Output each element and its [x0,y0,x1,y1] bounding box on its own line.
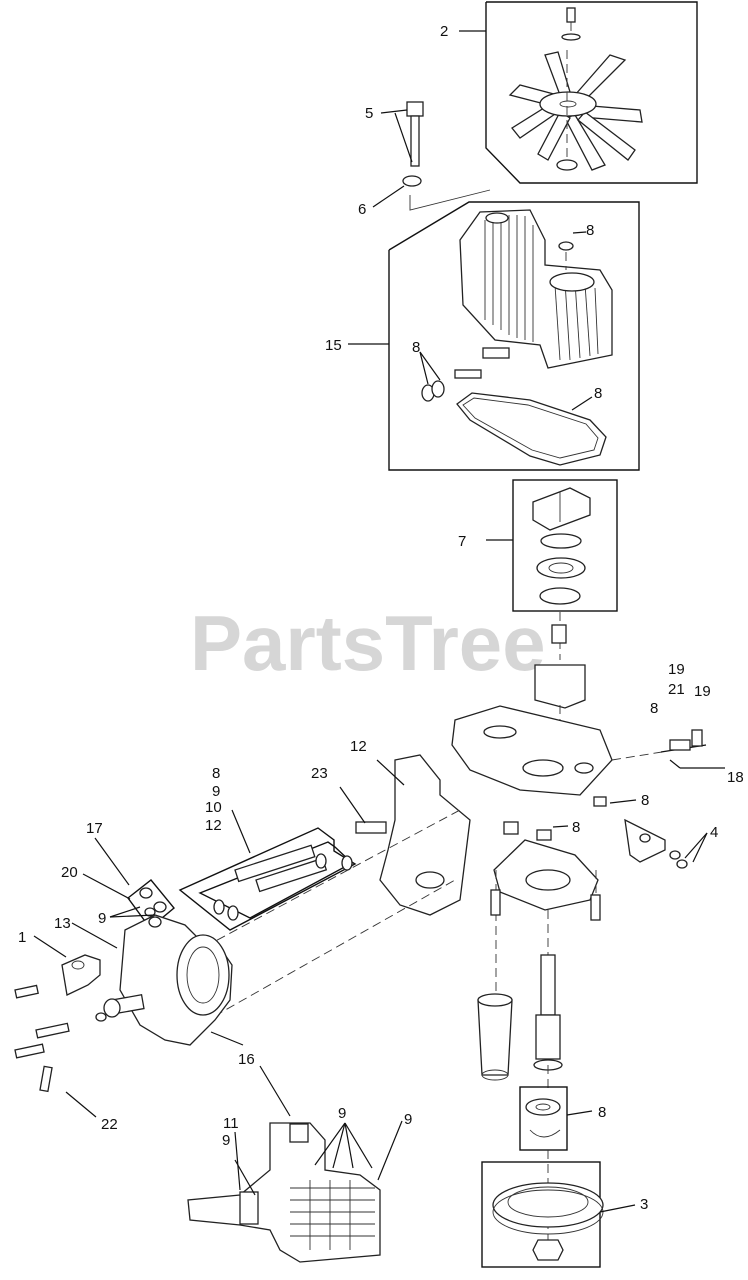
callout-12-trunnion: 12 [350,738,367,755]
callout-23: 23 [311,765,328,782]
callout-7: 7 [458,533,466,550]
pulley-group: 3 [481,1150,648,1268]
callout-10: 10 [205,799,222,816]
watermark-text: PartsTree [190,599,546,687]
fan-assembly-box [485,1,698,184]
callout-20: 20 [61,864,78,881]
callout-3: 3 [640,1196,648,1213]
callout-19-a: 19 [668,661,685,678]
callout-8-upper: 8 [586,222,594,239]
callout-11: 11 [223,1115,239,1132]
check-valve-group: 8 9 10 12 [178,765,357,931]
callout-18: 18 [727,769,744,786]
cross-section-group: 11 9 9 9 [187,1105,412,1263]
breather-group: 5 6 [358,101,491,218]
callout-19-b: 19 [694,683,711,700]
relief-valve-group: 17 20 9 [61,820,175,930]
lower-bearing-group: 8 [519,1086,606,1151]
callout-8-lower: 8 [598,1104,606,1121]
housing-box [388,201,640,471]
bearing-kit-group: 7 [458,479,618,612]
callout-13: 13 [54,915,71,932]
bearing-kit-box [512,479,618,612]
callout-4: 4 [710,824,718,841]
callout-9-relief: 9 [98,910,106,927]
callout-6: 6 [358,201,366,218]
fan-assembly-group: 2 [440,1,698,184]
callout-2: 2 [440,23,448,40]
callout-8-fitting: 8 [641,792,649,809]
callout-16: 16 [238,1051,255,1068]
callout-17: 17 [86,820,103,837]
callout-8-seals: 8 [412,339,420,356]
callout-8-gasket: 8 [594,385,602,402]
cooling-fan [508,51,643,171]
callout-1: 1 [18,929,26,946]
callout-9-section-left: 9 [222,1132,230,1149]
callout-22: 22 [101,1116,118,1133]
pump-motor-group: 1 13 16 22 [14,809,461,1133]
center-block-group: 19 21 19 8 18 12 23 8 8 4 [311,612,744,1090]
callout-9-section-right: 9 [404,1111,412,1128]
callout-8-seal: 8 [572,819,580,836]
callout-15: 15 [325,337,342,354]
housing-group: 15 8 8 8 [325,201,640,471]
lower-bearing-box [519,1086,568,1151]
callout-12-valve: 12 [205,817,222,834]
callout-9-section-top: 9 [338,1105,346,1122]
callout-21: 21 [668,681,685,698]
callout-8-bolt: 8 [650,700,658,717]
callout-8-valve: 8 [212,765,220,782]
callout-5: 5 [365,105,373,122]
pulley-box [481,1161,601,1268]
callout-9-valve: 9 [212,783,220,800]
